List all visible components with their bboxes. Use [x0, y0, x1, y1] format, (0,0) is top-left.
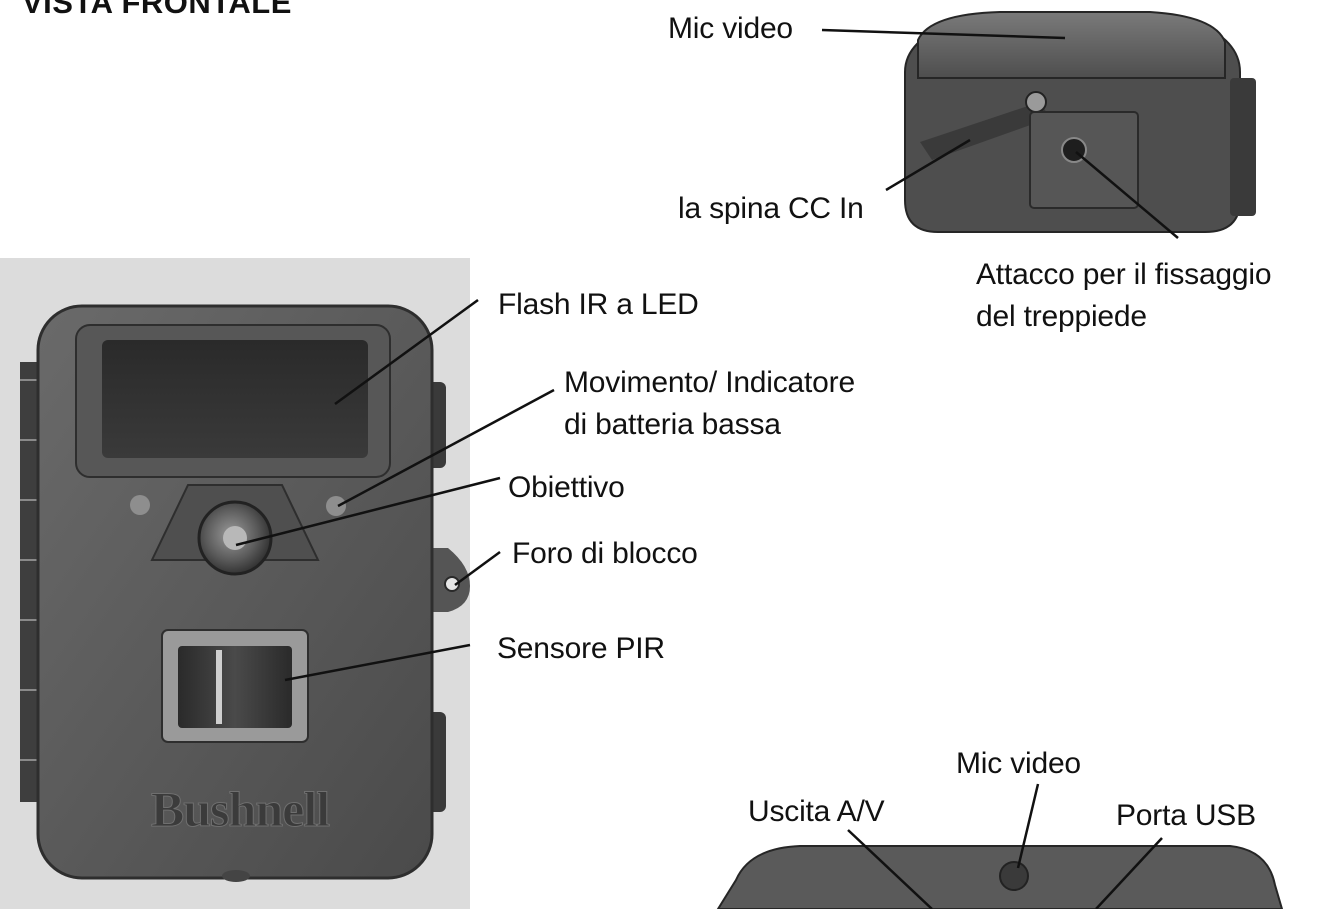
label-mic-video-top: Mic video [668, 12, 793, 45]
label-porta-usb: Porta USB [1116, 799, 1256, 832]
label-obiettivo: Obiettivo [508, 471, 625, 504]
side-lid [917, 11, 1226, 79]
leader-attacco [1075, 151, 1179, 239]
front-camera-illustration: Bushnell [0, 258, 470, 909]
bottom-camera-illustration [716, 845, 1284, 909]
bottom-mic-port [999, 861, 1029, 891]
bottom-foot [222, 870, 250, 882]
label-movimento-line1: Movimento/ Indicatore [564, 366, 855, 399]
leader-obiettivo [235, 476, 501, 547]
leader-flash [334, 298, 479, 406]
label-foro: Foro di blocco [512, 537, 698, 570]
leader-spina-cc [885, 138, 971, 192]
leader-porta-usb [1095, 837, 1163, 909]
leader-movimento [337, 388, 555, 508]
label-mic-video-bottom: Mic video [956, 747, 1081, 780]
leader-mic-video-top [821, 28, 1066, 40]
side-strap [1230, 78, 1256, 216]
leader-mic-video-bottom [1016, 783, 1040, 869]
side-camera-illustration [904, 11, 1256, 233]
side-latch [920, 102, 1050, 160]
leader-sensore [284, 643, 471, 682]
lens-center [223, 526, 247, 550]
label-movimento-line2: di batteria bassa [564, 408, 781, 441]
side-screw [1025, 91, 1047, 113]
label-attacco-line2: del treppiede [976, 300, 1147, 333]
leader-foro [454, 550, 501, 587]
pir-sensor-window [178, 646, 292, 728]
left-led [130, 495, 150, 515]
lock-hole [444, 576, 460, 592]
page-heading: VISTA FRONTALE [22, 0, 292, 20]
label-spina-cc: la spina CC In [678, 192, 864, 225]
leader-lines [235, 28, 1179, 909]
label-attacco-line1: Attacco per il fissaggio [976, 258, 1272, 291]
flash-panel [102, 340, 368, 458]
motion-indicator-led [326, 496, 346, 516]
label-uscita-av: Uscita A/V [748, 795, 885, 828]
label-flash: Flash IR a LED [498, 288, 699, 321]
brand-logo: Bushnell [151, 781, 330, 837]
leader-uscita-av [847, 829, 933, 909]
label-sensore: Sensore PIR [497, 632, 665, 665]
pir-sensor-bar [216, 650, 222, 724]
